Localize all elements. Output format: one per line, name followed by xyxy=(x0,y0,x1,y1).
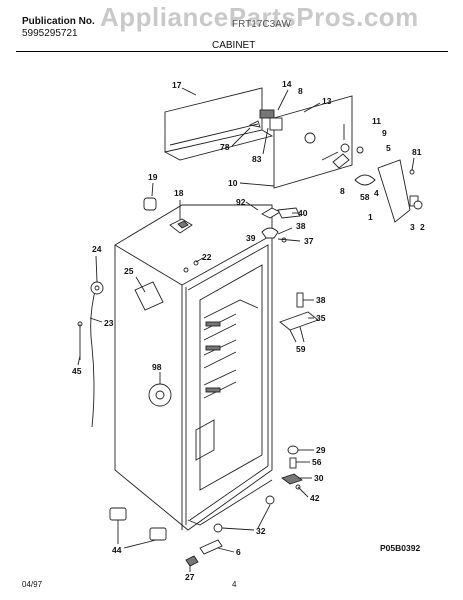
callout-35: 35 xyxy=(316,313,326,323)
callout-30: 30 xyxy=(314,473,324,483)
callout-25: 25 xyxy=(124,266,134,276)
callout-8: 8 xyxy=(298,86,303,96)
callout-23: 23 xyxy=(104,318,114,328)
callout-32: 32 xyxy=(256,526,266,536)
callout-14: 14 xyxy=(282,79,292,89)
callout-5: 5 xyxy=(386,143,391,153)
callout-8b: 8 xyxy=(340,186,345,196)
publication-number: 5995295721 xyxy=(22,28,78,39)
callout-11: 11 xyxy=(372,116,381,126)
cabinet-body xyxy=(114,204,273,531)
callout-24: 24 xyxy=(92,244,102,254)
callout-3: 3 xyxy=(410,222,415,232)
callout-4: 4 xyxy=(374,188,379,198)
publication-label: Publication No. xyxy=(22,16,95,27)
callout-1: 1 xyxy=(368,212,373,222)
callout-92: 92 xyxy=(236,197,246,207)
callout-13: 13 xyxy=(322,96,332,106)
callout-56: 56 xyxy=(312,457,322,467)
header-rule xyxy=(16,51,448,52)
callout-59: 59 xyxy=(296,344,306,354)
right-parts xyxy=(213,292,319,533)
watermark: AppliancePartsPros.com xyxy=(100,2,419,32)
model-code: FRT17C3AW xyxy=(232,19,291,30)
control-panel xyxy=(273,95,353,189)
left-parts xyxy=(77,197,193,428)
footer-date: 04/97 xyxy=(22,580,43,589)
callout-numbers: 17 14 8 13 78 83 11 9 5 81 8 58 10 19 18… xyxy=(72,79,425,582)
callout-40: 40 xyxy=(298,208,308,218)
footer-page-number: 4 xyxy=(232,580,237,589)
callout-6: 6 xyxy=(236,547,241,557)
control-hardware xyxy=(248,109,423,223)
callout-98: 98 xyxy=(152,362,162,372)
callout-10: 10 xyxy=(228,178,238,188)
callout-78: 78 xyxy=(220,142,230,152)
callout-27: 27 xyxy=(185,572,195,582)
callout-37: 37 xyxy=(304,236,314,246)
callout-19: 19 xyxy=(148,172,158,182)
callout-18: 18 xyxy=(174,188,184,198)
bottom-parts xyxy=(109,507,223,567)
callout-38: 38 xyxy=(296,221,306,231)
callout-58: 58 xyxy=(360,192,370,202)
top-bracket xyxy=(164,87,274,161)
callout-9: 9 xyxy=(382,128,387,138)
callout-44: 44 xyxy=(112,545,122,555)
callout-38b: 38 xyxy=(316,295,326,305)
hinge-parts xyxy=(183,207,301,273)
callout-42: 42 xyxy=(310,493,320,503)
section-title: CABINET xyxy=(212,40,256,51)
callout-83: 83 xyxy=(252,154,262,164)
callout-45: 45 xyxy=(72,366,82,376)
callout-29: 29 xyxy=(316,445,326,455)
callout-81: 81 xyxy=(412,147,422,157)
callout-17: 17 xyxy=(172,80,182,90)
callout-2: 2 xyxy=(420,222,425,232)
callout-22: 22 xyxy=(202,252,212,262)
diagram-code: P05B0392 xyxy=(380,543,420,553)
callout-leaders xyxy=(77,87,415,572)
callout-39: 39 xyxy=(246,233,256,243)
